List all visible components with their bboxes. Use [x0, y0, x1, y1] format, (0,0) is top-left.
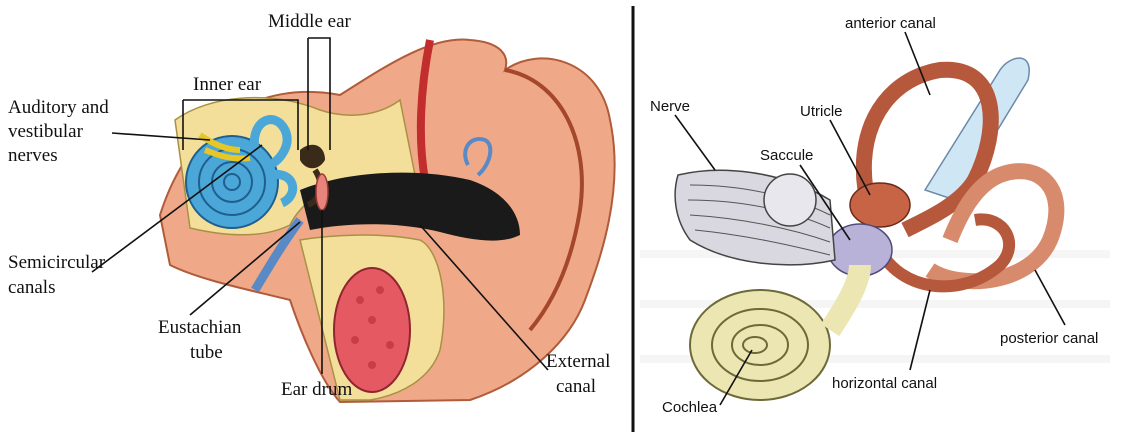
label-auditory-line2: vestibular — [8, 121, 84, 142]
label-eustachian-line1: Eustachian — [158, 317, 242, 338]
ear-drum-shape — [316, 174, 328, 210]
label-middle-ear: Middle ear — [268, 11, 352, 32]
parotid-gland — [334, 268, 410, 392]
label-posterior-canal: posterior canal — [1000, 330, 1098, 347]
label-eustachian-line2: tube — [190, 342, 223, 363]
label-anterior-canal: anterior canal — [845, 15, 936, 32]
label-saccule: Saccule — [760, 147, 813, 164]
label-cochlea: Cochlea — [662, 399, 718, 416]
label-semicircular-line2: canals — [8, 277, 55, 298]
label-inner-ear: Inner ear — [193, 74, 262, 95]
nerve-ganglion — [764, 174, 816, 226]
label-external-line1: External — [546, 351, 610, 372]
labyrinth-drawing — [675, 58, 1056, 400]
label-utricle: Utricle — [800, 103, 843, 120]
label-horizontal-canal: horizontal canal — [832, 375, 937, 392]
utricle-shape — [850, 183, 910, 227]
label-semicircular-line1: Semicircular — [8, 252, 106, 273]
label-ear-drum: Ear drum — [281, 379, 352, 400]
label-auditory-line1: Auditory and — [8, 97, 109, 118]
label-nerve: Nerve — [650, 98, 690, 115]
label-external-line2: canal — [556, 376, 596, 397]
label-auditory-line3: nerves — [8, 145, 58, 166]
